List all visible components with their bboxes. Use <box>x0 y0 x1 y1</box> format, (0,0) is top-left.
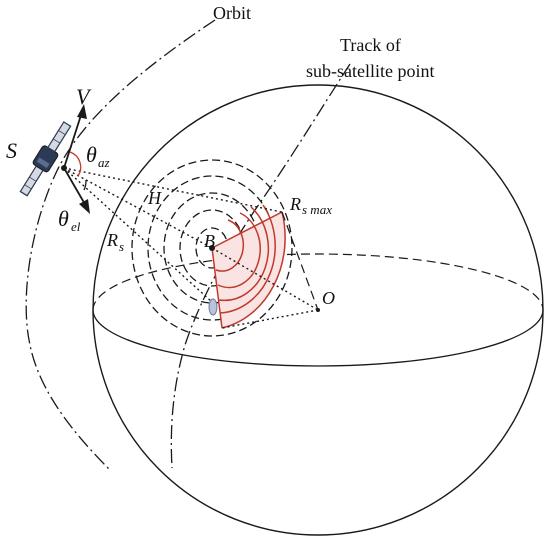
max-range-Rsmax-subscript: s max <box>302 202 332 217</box>
velocity-arrow-icon <box>63 104 87 169</box>
line-S-to-Rsmax <box>63 167 283 213</box>
line-O-to-sector <box>221 309 319 329</box>
theta-az-symbol: θ <box>86 142 97 167</box>
track-label-line1: Track of <box>340 35 401 55</box>
line-B-to-O <box>211 247 319 311</box>
orbit-arc <box>25 19 216 471</box>
theta-el-subscript: el <box>71 219 81 234</box>
target-marker-icon <box>208 298 218 316</box>
sector-edge-bottom <box>211 247 223 329</box>
sector-arc <box>215 219 245 272</box>
elevation-angle-arc <box>83 179 87 191</box>
footprint-ring <box>131 159 293 337</box>
satellite-label: S <box>6 138 17 163</box>
coverage-sector <box>212 212 286 328</box>
equator-back <box>92 253 544 311</box>
equator-front <box>92 309 544 367</box>
point-B-label: B <box>204 231 215 251</box>
theta-el-symbol: θ <box>58 206 69 231</box>
line-S-to-B <box>63 167 213 249</box>
line-S-to-Rs <box>63 167 213 303</box>
azimuth-angle-arc <box>69 151 82 177</box>
satellite-point <box>61 165 67 171</box>
sector-arc <box>217 212 261 289</box>
track-label-line2: sub-satellite point <box>306 61 434 81</box>
elevation-arrow-icon <box>63 167 90 214</box>
sector-arc <box>221 211 286 329</box>
max-range-Rsmax-symbol: R <box>289 194 301 214</box>
orbit-label: Orbit <box>213 3 251 23</box>
satellite-icon <box>19 121 72 197</box>
line-Rsmax-to-O <box>281 211 319 311</box>
slant-range-Rs-subscript: s <box>119 239 124 254</box>
velocity-label: V <box>76 84 92 109</box>
sector-arc <box>218 206 270 302</box>
sector-edge-top <box>211 211 283 249</box>
geometry-dotted-lines <box>63 167 319 329</box>
sector-arcs <box>215 204 286 329</box>
sector-arc <box>219 204 276 314</box>
theta-az-subscript: az <box>98 155 110 170</box>
earth-center-O-label: O <box>322 288 335 308</box>
altitude-H-label: H <box>147 188 162 208</box>
point-O <box>316 308 320 312</box>
slant-range-Rs-symbol: R <box>106 230 118 250</box>
point-B <box>209 245 215 251</box>
